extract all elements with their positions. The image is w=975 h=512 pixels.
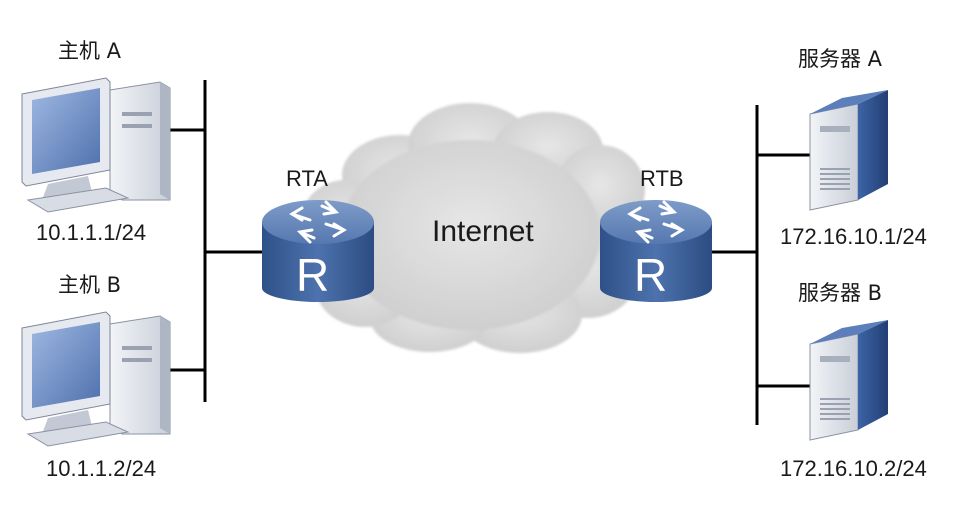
router-icon bbox=[262, 200, 374, 302]
router-glyph-rtb: R bbox=[634, 249, 668, 301]
server-a-name: 服务器 A bbox=[798, 47, 883, 71]
rta-label: RTA bbox=[286, 166, 328, 191]
server-icon bbox=[809, 90, 888, 211]
router-icon bbox=[600, 200, 712, 302]
host-b-name: 主机 B bbox=[58, 273, 122, 297]
server-a-ip: 172.16.10.1/24 bbox=[780, 224, 927, 249]
host-a-name: 主机 A bbox=[58, 39, 122, 63]
rtb-label: RTB bbox=[640, 166, 684, 191]
server-icon bbox=[809, 320, 888, 441]
host-a-ip: 10.1.1.1/24 bbox=[36, 220, 147, 245]
server-b-name: 服务器 B bbox=[798, 281, 883, 305]
pc-icon bbox=[21, 311, 171, 447]
router-glyph-rta: R bbox=[296, 249, 330, 301]
links bbox=[155, 80, 812, 425]
internet-label: Internet bbox=[432, 215, 534, 248]
pc-icon bbox=[21, 77, 171, 213]
server-b-ip: 172.16.10.2/24 bbox=[780, 456, 927, 481]
host-b-ip: 10.1.1.2/24 bbox=[46, 456, 157, 481]
